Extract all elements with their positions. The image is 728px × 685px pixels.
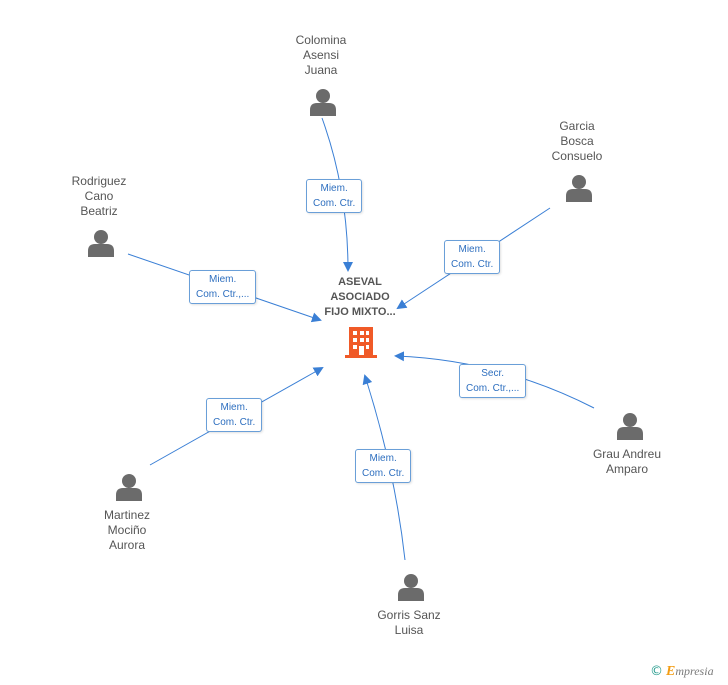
person-name-line: Garcia bbox=[559, 119, 595, 133]
person-name-line: Gorris Sanz bbox=[377, 608, 441, 622]
brand-name: mpresia bbox=[675, 664, 714, 678]
person-name-rodriguez[interactable]: Rodriguez Cano Beatriz bbox=[29, 174, 169, 219]
role-label-line: Miem. bbox=[320, 183, 348, 194]
person-name-line: Amparo bbox=[605, 462, 649, 476]
company-name-line: FIJO MIXTO... bbox=[324, 306, 396, 318]
role-label-line: Com. Ctr. bbox=[313, 198, 356, 209]
person-name-line: Bosca bbox=[560, 134, 594, 148]
company-name-line: ASOCIADO bbox=[330, 291, 390, 303]
role-label-line: Miem. bbox=[220, 402, 248, 413]
person-name-line: Cano bbox=[84, 189, 114, 203]
role-label-line: Com. Ctr.,... bbox=[466, 383, 520, 394]
role-label-line: Miem. bbox=[458, 244, 486, 255]
role-label-line: Com. Ctr. bbox=[451, 259, 494, 270]
role-label-grau[interactable]: Secr. Com. Ctr.,... bbox=[459, 364, 527, 398]
role-label-garcia[interactable]: Miem. Com. Ctr. bbox=[444, 240, 501, 274]
company-name-line: ASEVAL bbox=[338, 276, 382, 288]
person-name-line: Consuelo bbox=[551, 149, 603, 163]
person-name-martinez[interactable]: Martinez Mociño Aurora bbox=[57, 508, 197, 553]
person-icon[interactable] bbox=[310, 89, 336, 116]
empresia-credit[interactable]: © Empresia bbox=[650, 664, 714, 680]
role-label-line: Secr. bbox=[481, 368, 505, 379]
person-icon[interactable] bbox=[398, 574, 424, 601]
person-name-colomina[interactable]: Colomina Asensi Juana bbox=[251, 33, 391, 78]
person-name-line: Asensi bbox=[302, 48, 340, 62]
brand-initial: E bbox=[666, 664, 676, 679]
role-label-rodriguez[interactable]: Miem. Com. Ctr.,... bbox=[189, 270, 257, 304]
person-icon[interactable] bbox=[566, 175, 592, 202]
person-name-line: Luisa bbox=[394, 623, 424, 637]
person-name-line: Mociño bbox=[107, 523, 147, 537]
role-label-line: Com. Ctr. bbox=[213, 417, 256, 428]
person-name-line: Grau Andreu bbox=[592, 447, 662, 461]
company-name[interactable]: ASEVAL ASOCIADO FIJO MIXTO... bbox=[300, 275, 420, 320]
building-icon[interactable] bbox=[345, 327, 377, 358]
role-label-colomina[interactable]: Miem. Com. Ctr. bbox=[306, 179, 363, 213]
person-name-line: Martinez bbox=[103, 508, 150, 522]
person-name-line: Aurora bbox=[108, 538, 146, 552]
role-label-line: Miem. bbox=[369, 453, 397, 464]
person-name-line: Rodriguez bbox=[71, 174, 127, 188]
role-label-martinez[interactable]: Miem. Com. Ctr. bbox=[206, 398, 263, 432]
person-name-gorris[interactable]: Gorris Sanz Luisa bbox=[339, 608, 479, 638]
role-label-line: Com. Ctr.,... bbox=[196, 289, 250, 300]
person-name-garcia[interactable]: Garcia Bosca Consuelo bbox=[507, 119, 647, 164]
role-label-line: Com. Ctr. bbox=[362, 468, 405, 479]
role-label-gorris[interactable]: Miem. Com. Ctr. bbox=[355, 449, 412, 483]
copyright-icon: © bbox=[650, 664, 663, 679]
person-icon[interactable] bbox=[88, 230, 114, 257]
person-name-grau[interactable]: Grau Andreu Amparo bbox=[557, 447, 697, 477]
person-icon[interactable] bbox=[617, 413, 643, 440]
person-name-line: Colomina bbox=[295, 33, 347, 47]
role-label-line: Miem. bbox=[209, 274, 237, 285]
person-icon[interactable] bbox=[116, 474, 142, 501]
person-name-line: Juana bbox=[304, 63, 338, 77]
person-name-line: Beatriz bbox=[80, 204, 118, 218]
